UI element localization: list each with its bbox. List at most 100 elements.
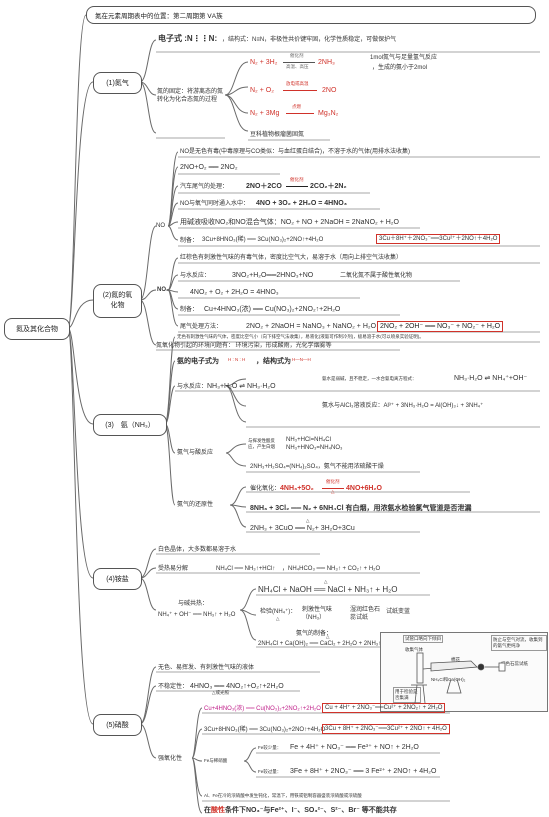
no-r2-right: 2CO₂＋2N₂ (310, 183, 347, 190)
nh3-desc: 无色有刺激性气味的气体，密度比空气小（向下排空气法收集），易液化(液氨可作制冷剂… (177, 334, 424, 339)
top-label: 氮在元素周期表中的位置：第二周期第 ⅤA族 (95, 13, 223, 20)
nh3-acid-label: 氨气与酸反应 (177, 450, 214, 456)
nh3-structure-label: ，结构式为 (256, 358, 291, 365)
branch-oxides-label: (2)氮的氧化物 (102, 292, 133, 309)
no-r3-label: NO与氧气同时通入水中： (180, 201, 250, 207)
no-label: NO (156, 223, 165, 229)
branch-n2-label: (1)氮气 (106, 80, 129, 87)
hno3-passive: Al、Fe在冷的浓硝酸中发生钝化，常温下，用铁或铝制容器盛装浓硝酸或浓硫酸 (204, 793, 362, 798)
apparatus-a7: 用于检验是否集满 (393, 687, 421, 703)
hno3-cu-dil-ion: 3Cu + 8H⁺ + 2NO₃⁻══3Cu²⁺ + 2NO↑ + 4H₂O (322, 724, 450, 734)
no-r1: 2NO+O₂ ══ 2NO₂ (180, 164, 238, 171)
hno3-coexist-highlight: 酸性 (211, 807, 225, 814)
no2-r4-label: 尾气处理方法： (180, 324, 223, 330)
no2-r4: 2NO₂ + 2NaOH = NaNO₃ + NaNO₂ + H₂O (246, 323, 377, 330)
n2-bio: 豆科植物根瘤菌固氮 (250, 132, 305, 138)
no-r5-ion: 3Cu＋8H⁺＋2NO₃⁻══3Cu²⁺＋2NO↑＋4H₂O (376, 234, 501, 244)
hno3-fe-excess: 3Fe + 8H⁺ + 2NO₃⁻ ══ 3 Fe²⁺ + 2NO↑ + 4H₂… (290, 768, 437, 775)
apparatus-a1: 试管口略向下倾斜 (403, 635, 443, 643)
n2-r2-arrow (283, 90, 317, 91)
no-r2-label: 汽车尾气的处理： (180, 184, 229, 190)
nh3-red-label: 氨气的还原性 (177, 502, 214, 508)
branch-hno3[interactable]: (5)硝酸 (93, 714, 142, 736)
n2-electron-formula: 电子式 :N⋮⋮N: (158, 34, 218, 43)
no-r4: 用碱液吸收NO₂和NO混合气体：NO₂ + NO + 2NaOH = 2NaNO… (180, 219, 399, 226)
ammonium-test-mid: 刺激性气味（NH₃） (302, 607, 333, 621)
apparatus-a4: 棉花 (451, 657, 460, 662)
no2-r3-label: 制备： (180, 307, 199, 313)
hno3-desc: 无色、易挥发、有刺激性气味的液体 (158, 665, 255, 671)
nh3-cat-arrow (322, 488, 344, 489)
n2-r3-arrow (286, 113, 314, 114)
no2-r1: 3NO₂+H₂O══2HNO₃+NO (232, 272, 314, 279)
hno3-unstable-cond: △或光照 (212, 690, 229, 695)
no-r3: 4NO + 3O₂ + 2H₂O = 4HNO₃ (256, 200, 347, 207)
hno3-coexist-post: 条件下NO₃⁻与Fe²⁺、I⁻、SO₃²⁻、S²⁻、Br⁻ 等不能共存 (225, 807, 397, 814)
ammonium-base-label: 与碱共热： (178, 601, 209, 607)
nh3-weak: 氨水是弱碱，且不稳定，一水合氨电离方程式： (322, 376, 417, 381)
ammonium-heat2: ，NH₄HCO₃ ══ NH₃↑ + CO₂↑ + H₂O (282, 566, 381, 572)
top-node[interactable]: 氮在元素周期表中的位置：第二周期第 ⅤA族 (86, 6, 536, 24)
branch-ammonium[interactable]: (4)铵盐 (93, 568, 142, 590)
apparatus-figure: 试管口略向下倾斜 收集气体 防止与空气对流，收集到的氨气更纯净 棉花 红色石蕊试… (380, 632, 548, 712)
apparatus-a2: 收集气体 (405, 647, 423, 652)
env-issue: 氮氧化物引起的环境问题有： 环境污染，形成酸雨，光化学烟雾等 (156, 343, 332, 349)
n2-r2-top: 放电或高温 (286, 81, 309, 86)
branch-nh3[interactable]: (3) 氨（NH₃） (93, 414, 167, 436)
no2-r3: Cu+4HNO₃(浓) ══ Cu(NO₃)₂+2NO₂↑+2H₂O (204, 306, 341, 313)
no-r2-left: 2NO＋2CO (246, 183, 282, 190)
n2-r1-top: 催化剂 (290, 53, 304, 58)
nh3-cat-top: 催化剂 (326, 479, 340, 484)
n2-r1-left: N₂ + 3H₂ (250, 59, 278, 66)
nh3-acid-note1: 与挥发性酸反 (248, 438, 275, 443)
ammonium-base-ion: NH₄⁺ + OH⁻ ══ NH₃↑ + H₂O (158, 612, 236, 618)
hno3-coexist-pre: 在 (204, 807, 211, 814)
hno3-fe-label: Fe与稀硝酸 (204, 758, 228, 763)
nh3-cat-right: 4NO+6H₂O (346, 485, 382, 492)
branch-ammonium-label: (4)铵盐 (106, 576, 129, 583)
nh3-cat-label: 催化氧化： (250, 486, 281, 492)
nh3-water-label: 与水反应： (177, 384, 208, 390)
root-node[interactable]: 氮及其化合物 (4, 318, 70, 340)
no2-r1-note: 二氧化氮不属于酸性氧化物 (340, 273, 413, 279)
hno3-unstable-label: 不稳定性： (158, 684, 189, 690)
ammonium-delta-3: △ (326, 634, 330, 639)
no-r5: 3Cu+8HNO₃(稀) ══ 3Cu(NO₃)₂+2NO↑+4H₂O (202, 237, 324, 243)
branch-oxides[interactable]: (2)氮的氧化物 (93, 284, 142, 318)
nh3-acid-r1: NH₃+HCl=NH₄Cl (286, 437, 331, 443)
hno3-fe-little-label: Fe较少量： (258, 745, 282, 750)
nh3-ionize: NH₃·H₂O ⇌ NH₄⁺+OH⁻ (454, 375, 528, 382)
nh3-electron: H : N : H (228, 357, 246, 362)
n2-fixation: 氮的固定：将游离态的氮转化为化合态氮的过程 (157, 89, 224, 103)
ammonium-test-label: 检验(NH₄⁺)： (260, 609, 297, 615)
nh3-acid-r3: 2NH₃+H₂SO₄=(NH₄)₂SO₄，氨气不能用浓硫酸干燥 (250, 464, 384, 470)
ammonium-test-wet: 湿润红色石蕊试纸 (350, 607, 381, 621)
ammonium-heat-label: 受热易分解 (158, 566, 189, 572)
n2-r1-note2: ，生成的氨小于2mol (372, 65, 428, 71)
no2-r1-label: 与水反应： (180, 273, 211, 279)
n2-r2-left: N₂ + O₂ (250, 87, 274, 94)
hno3-fe-excess-label: Fe较过量： (258, 769, 282, 774)
no2-desc: 红棕色有刺激性气味的有毒气体，密度比空气大，易溶于水（用向上排空气法收集） (180, 255, 403, 261)
no-r5-label: 制备： (180, 238, 199, 244)
nh3-cat-bottom: △ (331, 489, 335, 494)
apparatus-a6: 红色石蕊试纸 (501, 661, 528, 666)
nh3-acid-r2: NH₃+HNO₃=NH₄NO₃ (286, 445, 343, 451)
ammonium-delta-2: △ (276, 616, 280, 621)
no2-label: NO₂ (157, 287, 169, 293)
ammonium-base-r1: NH₄Cl + NaOH ══ NaCl + NH₃↑ + H₂O (258, 585, 398, 594)
no-r2-top: 催化剂 (290, 177, 304, 182)
nh3-structure: H—N—H (292, 357, 311, 362)
branch-nh3-label: (3) 氨（NH₃） (105, 422, 155, 429)
nh3-water: NH₃+H₂O ⇌ NH₃·H₂O (207, 383, 276, 390)
nh3-cat-left: 4NH₃+5O₂ (280, 485, 314, 492)
nh3-cl2: 8NH₃ + 3Cl₂ ══ N₂ + 6NH₄Cl 有白烟，用浓氨水检验氯气管… (250, 505, 472, 512)
apparatus-a3: 防止与空气对流，收集到的氨气更纯净 (491, 635, 547, 651)
n2-r3-top: 点燃 (292, 104, 301, 109)
nh3-electron-label: 氨的电子式为 (177, 358, 219, 365)
n2-r3-right: Mg₃N₂ (318, 110, 339, 117)
ammonium-desc: 白色晶体，大多数都易溶于水 (158, 547, 237, 553)
apparatus-drawing (411, 652, 506, 704)
branch-n2[interactable]: (1)氮气 (93, 72, 142, 94)
